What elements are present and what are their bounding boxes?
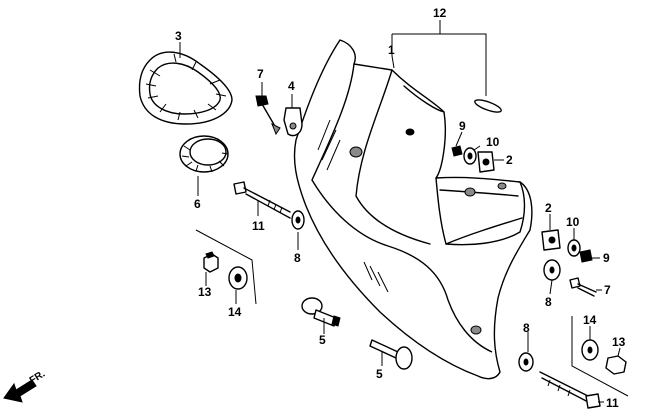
label-part-5-center: 5 [319,333,326,347]
nut-9-middle [579,249,593,263]
label-part-14-left: 14 [228,305,242,319]
bracket-frame-right [571,316,629,397]
washer-14-right [581,339,599,361]
label-part-7-right: 7 [604,283,611,297]
grommet-ring [179,135,229,173]
washer-8-right [543,259,561,281]
label-part-9-upper: 9 [459,119,466,133]
nut-13-left [203,251,219,273]
screw-7-right [569,277,597,297]
clip-5-center [301,297,341,327]
label-part-8-left: 8 [294,251,301,265]
label-part-9-middle: 9 [603,251,610,265]
clip-5-lower [369,339,413,370]
label-part-11-lower: 11 [606,396,619,410]
washer-8-left [291,210,305,230]
washer-10-middle [567,239,581,257]
label-part-11-left: 11 [252,219,265,233]
long-bolt-11-lower [539,371,601,409]
label-part-10-upper: 10 [486,135,500,149]
label-part-1: 1 [388,43,395,57]
leader-lines [179,20,621,403]
label-part-12: 12 [433,6,447,20]
label-part-7-upper: 7 [257,67,264,81]
label-part-10-middle: 10 [566,215,580,229]
label-part-14-right: 14 [583,313,597,327]
label-part-13-right: 13 [612,335,626,349]
label-part-2-middle: 2 [545,201,552,215]
rubber-seal-ring [138,51,233,125]
nut-13-right [605,355,627,375]
clip-nut-2-upper [477,151,495,173]
label-part-8-lower: 8 [523,321,530,335]
front-direction-arrow-icon [3,379,37,403]
long-bolt-11-left [233,181,291,219]
label-part-6: 6 [194,197,201,211]
clip-nut-2-middle [541,229,561,251]
washer-10-upper [463,147,477,165]
washer-14-left [228,266,248,290]
label-part-2-upper: 2 [506,153,513,167]
screw-7-upper [255,95,281,136]
bracket-stay [283,107,303,137]
label-part-13-left: 13 [198,285,212,299]
label-part-5-lower: 5 [376,367,383,381]
label-part-8-right: 8 [545,295,552,309]
emblem-oval [474,99,502,113]
label-part-3: 3 [175,29,182,43]
bracket-frame-left [195,229,257,305]
nut-9-upper [451,145,463,157]
cowl-main-panel [293,39,533,380]
label-part-4: 4 [288,79,295,93]
part-labels: 12 1 3 7 4 6 11 8 13 14 5 5 9 10 2 2 10 … [175,6,626,410]
washer-8-lower [518,352,534,372]
